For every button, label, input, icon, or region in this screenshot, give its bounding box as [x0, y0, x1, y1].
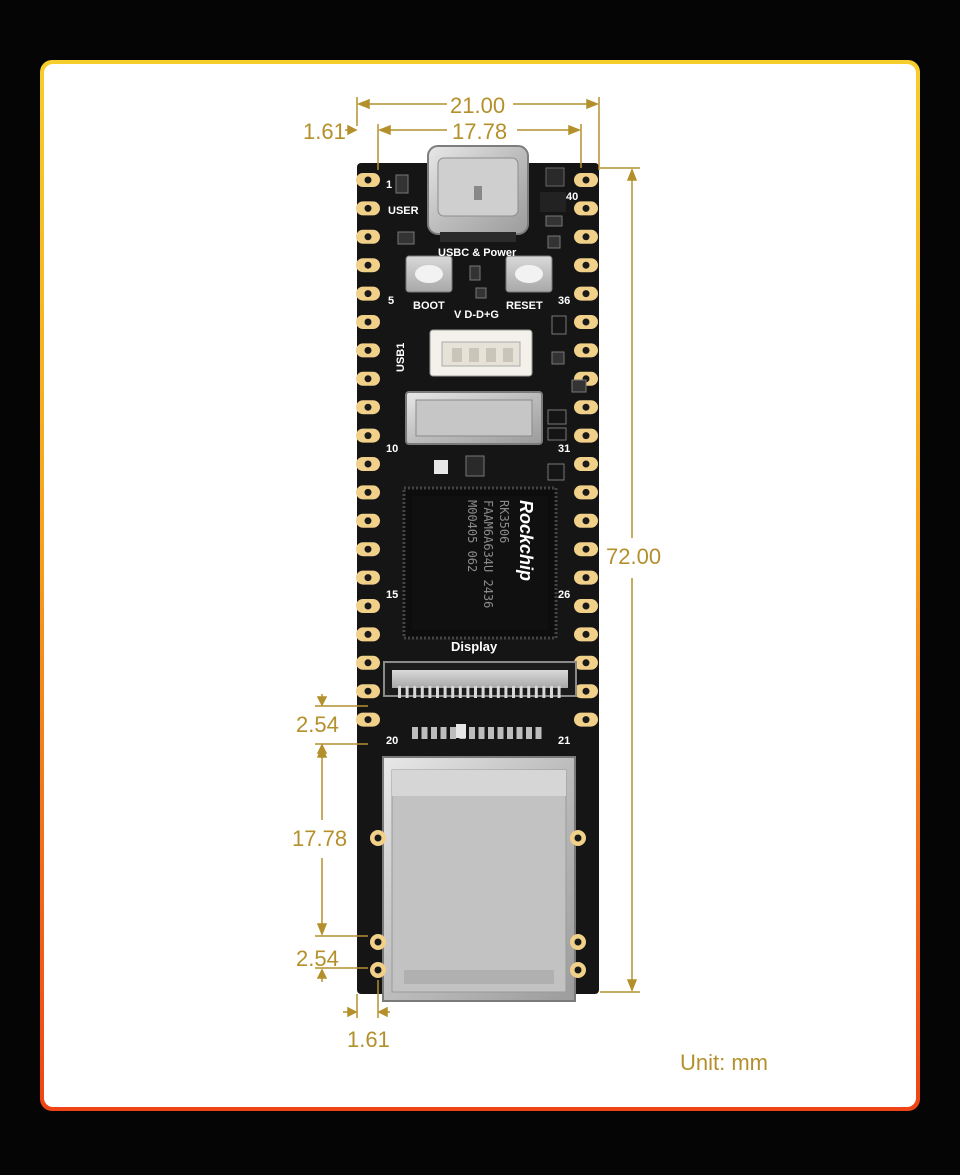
chip-brand: Rockchip [516, 500, 536, 581]
silk-pin-1: 1 [386, 179, 392, 191]
dim-left-offset-bottom: 1.61 [347, 1027, 390, 1052]
dim-top-width: 21.00 [450, 93, 505, 118]
dim-pin-pitch: 2.54 [296, 712, 339, 737]
dim-bottom-pitch: 2.54 [296, 946, 339, 971]
dimension-lines [315, 97, 640, 1018]
unit-label: Unit: mm [680, 1050, 768, 1075]
dim-eth-span: 17.78 [292, 826, 347, 851]
silk-reset: RESET [506, 300, 543, 312]
silk-usb1: USB1 [395, 343, 407, 372]
usb-c-connector [427, 145, 529, 242]
rockchip-soc: Rockchip RK3506 FAAM6A634U 2436 M00405 0… [402, 486, 558, 640]
right-pin-header [574, 173, 598, 727]
display-fpc-connector [383, 661, 577, 698]
silk-pin-21: 21 [558, 735, 570, 747]
chip-line-3: M00405 062 [465, 500, 479, 572]
silk-pin-36: 36 [558, 295, 570, 307]
boot-button [405, 255, 453, 293]
microsd-slot [405, 391, 543, 445]
silk-pin-31: 31 [558, 443, 570, 455]
silk-usbc-power: USBC & Power [438, 247, 517, 259]
silk-pin-20: 20 [386, 735, 398, 747]
dim-left-offset-top: 1.61 [303, 119, 346, 144]
silk-pin-26: 26 [558, 589, 570, 601]
silk-pin-10: 10 [386, 443, 398, 455]
silk-display: Display [451, 639, 498, 654]
dim-pin-span: 17.78 [452, 119, 507, 144]
silk-pin-15: 15 [386, 589, 398, 601]
dim-board-length: 72.00 [606, 544, 661, 569]
silk-pin-40: 40 [566, 191, 578, 203]
usb1-header-connector [429, 329, 533, 377]
ethernet-mount-holes [370, 830, 586, 978]
silk-boot: BOOT [413, 300, 445, 312]
reset-button [505, 255, 553, 293]
silk-vdg: V D-D+G [454, 309, 499, 321]
silk-pin-5: 5 [388, 295, 394, 307]
silk-user: USER [388, 205, 419, 217]
chip-line-1: RK3506 [497, 500, 511, 543]
ethernet-jack [382, 756, 576, 1002]
left-pin-header [356, 173, 380, 727]
chip-line-2: FAAM6A634U 2436 [481, 500, 495, 608]
